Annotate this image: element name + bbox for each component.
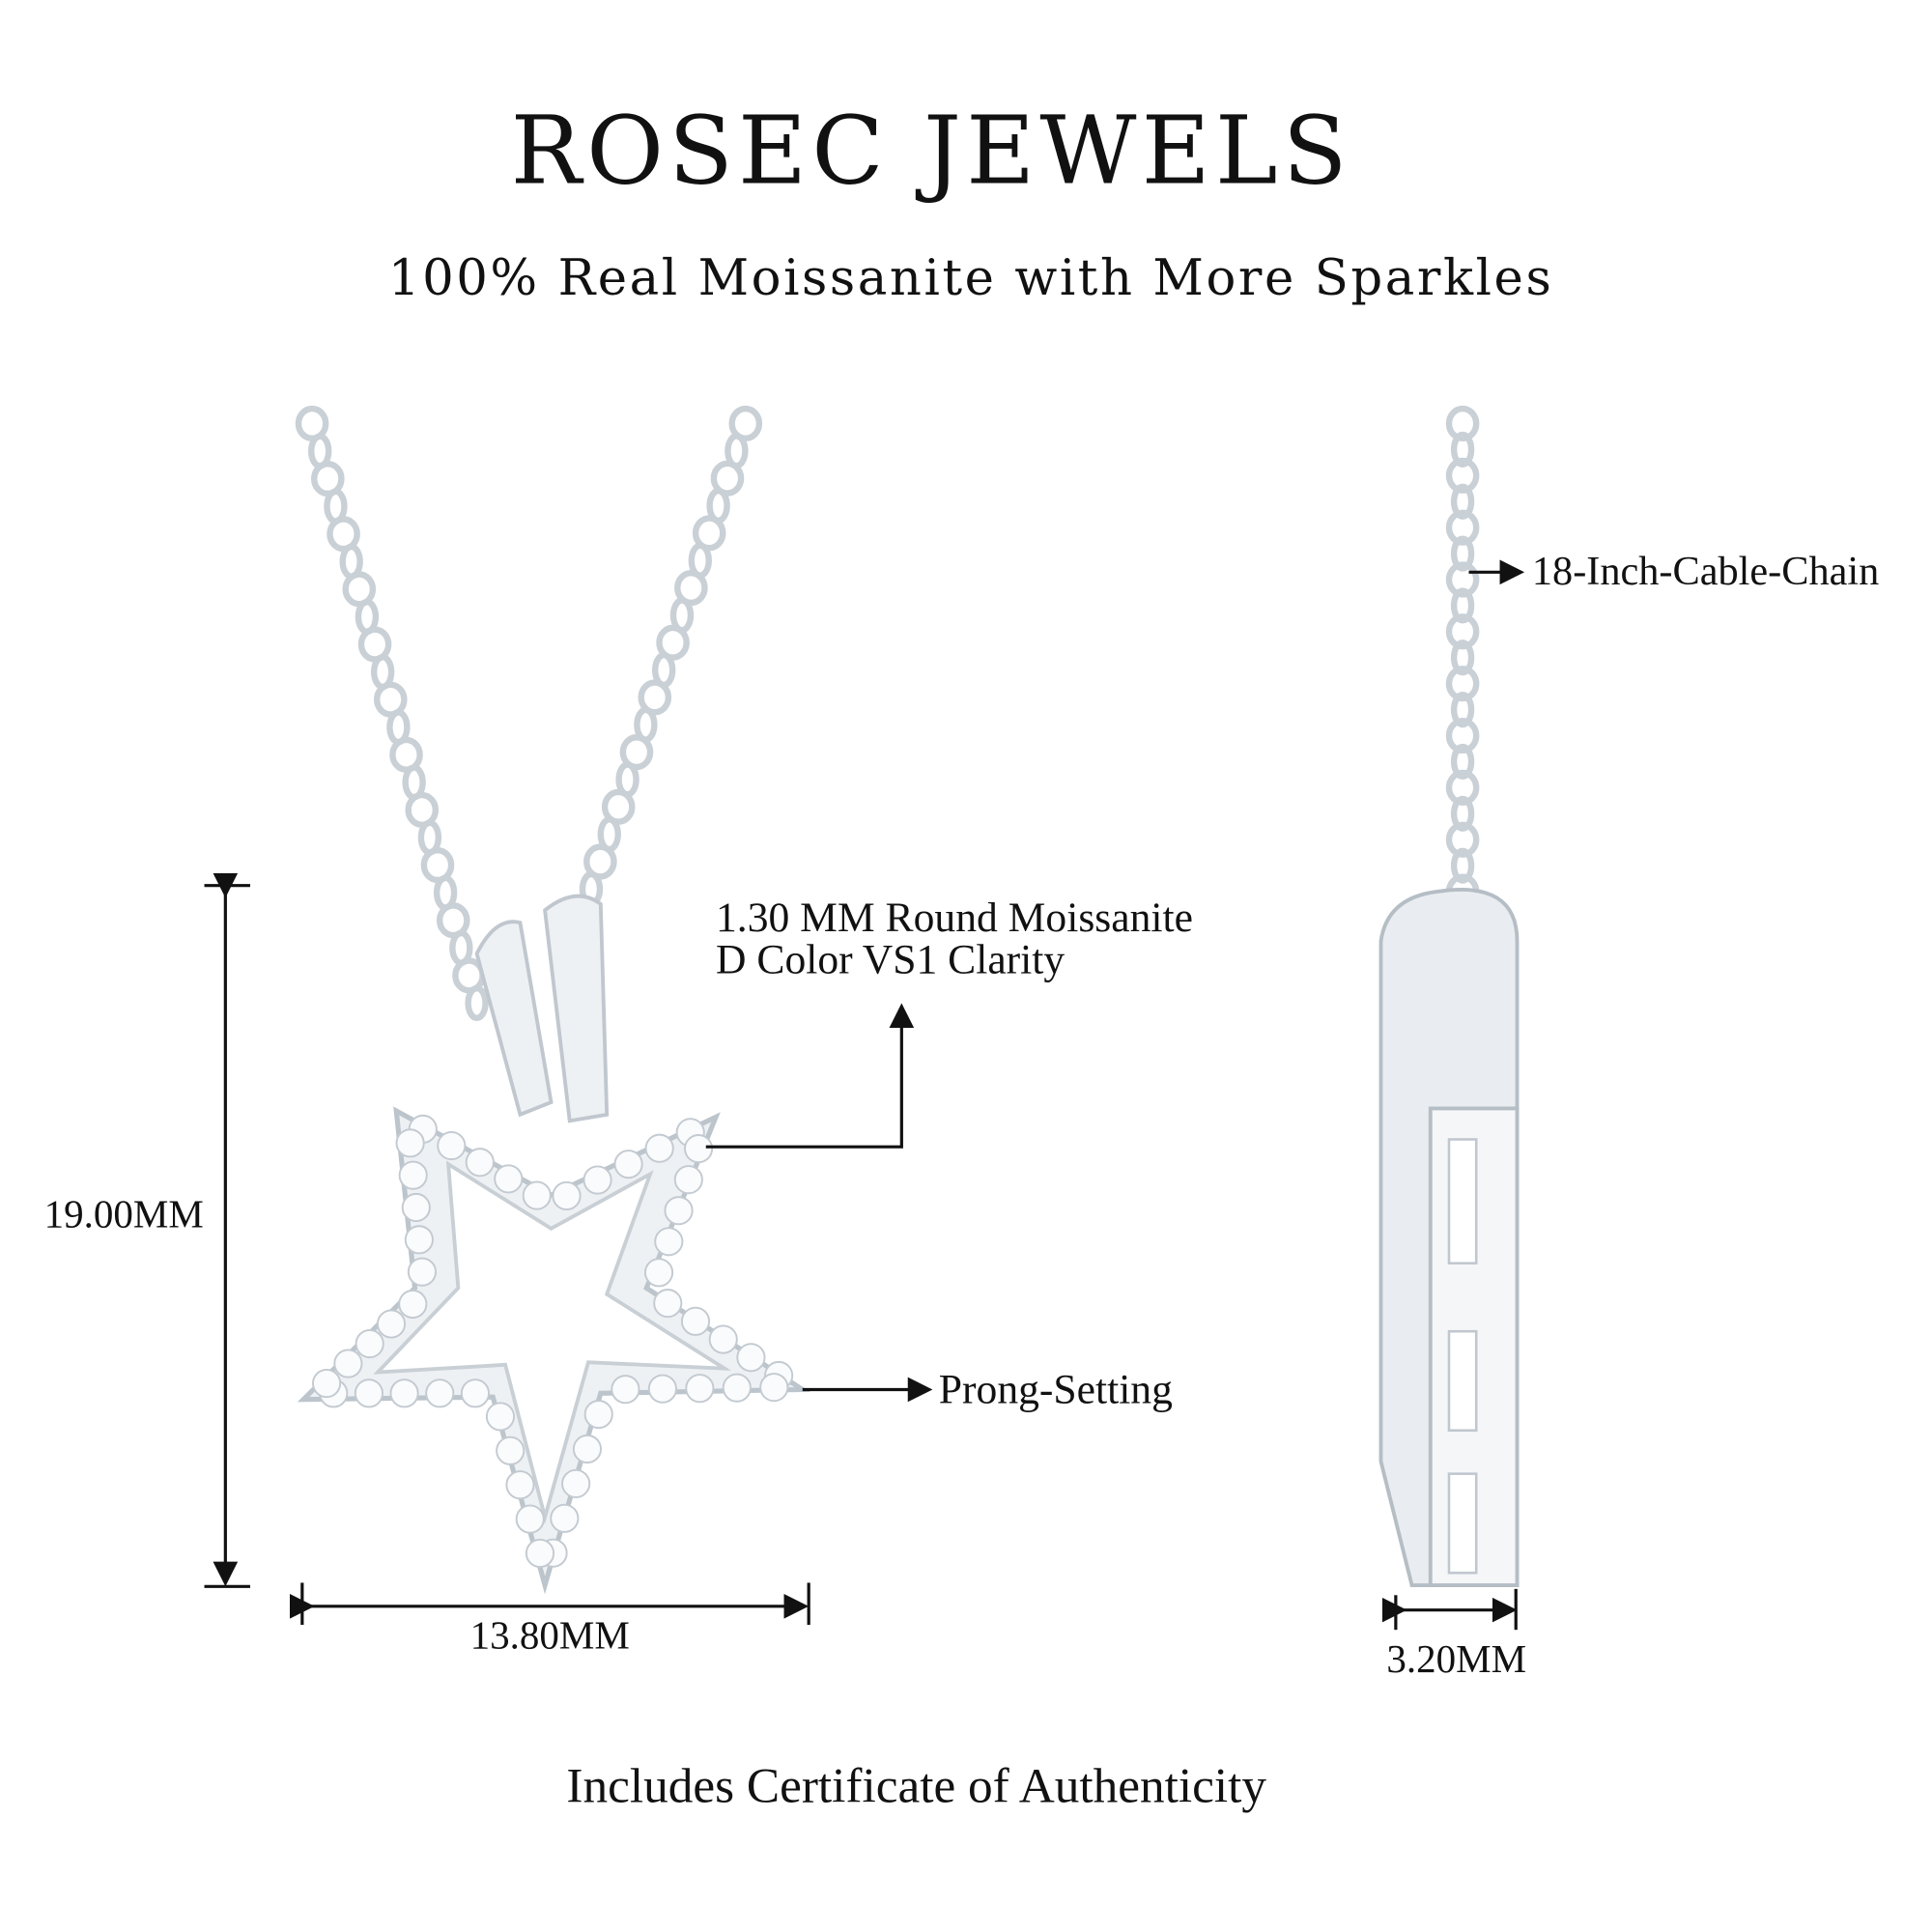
moissanite-stone <box>736 1343 766 1373</box>
chain-link <box>1450 431 1475 468</box>
moissanite-stone <box>572 1434 603 1464</box>
chain-link <box>1450 587 1475 624</box>
prong-setting-label: Prong-Setting <box>939 1367 1173 1413</box>
moissanite-stone <box>708 1324 738 1354</box>
moissanite-stone <box>552 1180 582 1211</box>
moissanite-stone <box>522 1180 552 1210</box>
moissanite-stone <box>395 1128 425 1158</box>
moissanite-stone <box>653 1289 683 1319</box>
moissanite-stone <box>550 1503 580 1533</box>
chain-link <box>710 460 745 497</box>
pendant-bail <box>474 894 610 1123</box>
chain-link <box>1445 666 1480 702</box>
tagline: 100% Real Moissanite with More Sparkles <box>388 249 1553 307</box>
moissanite-stone <box>515 1504 545 1534</box>
stone-spec-line2: D Color VS1 Clarity <box>716 937 1065 983</box>
moissanite-stone <box>494 1164 524 1194</box>
moissanite-stone <box>355 1328 384 1359</box>
chain-link <box>1445 717 1480 754</box>
moissanite-stone <box>759 1373 789 1403</box>
moissanite-stone <box>407 1257 437 1287</box>
height-dimension: 19.00MM <box>44 1192 204 1236</box>
moissanite-stone <box>525 1538 555 1569</box>
chain-link <box>1445 405 1480 442</box>
certificate-note: Includes Certificate of Authenticity <box>566 1758 1266 1813</box>
moissanite-stone <box>398 1160 428 1190</box>
chain-link <box>1450 639 1475 676</box>
moissanite-stone <box>312 1368 342 1399</box>
star-pendant <box>297 1106 811 1595</box>
moissanite-stone <box>437 1130 467 1161</box>
dimension-lines <box>204 559 1525 1631</box>
moissanite-stone <box>389 1378 419 1408</box>
chain-link <box>1450 847 1475 884</box>
moissanite-stone <box>496 1435 526 1465</box>
moissanite-stone <box>354 1378 384 1408</box>
stone-spec-line1: 1.30 MM Round Moissanite <box>716 895 1193 941</box>
chain-link <box>1445 613 1480 650</box>
chain-link <box>1445 509 1480 546</box>
moissanite-stone <box>465 1148 495 1178</box>
chain-link <box>674 569 708 607</box>
chain-link <box>1450 483 1475 520</box>
moissanite-stone <box>404 1225 434 1255</box>
side-chain <box>1445 405 1480 910</box>
chain-link <box>619 734 654 771</box>
moissanite-stone <box>664 1196 694 1226</box>
moissanite-stone <box>722 1373 752 1403</box>
chain-link <box>1450 743 1475 781</box>
moissanite-stone <box>401 1192 431 1223</box>
chain-link <box>1450 795 1475 832</box>
moissanite-stone <box>582 1165 612 1195</box>
moissanite-stone <box>376 1309 407 1339</box>
moissanite-stone <box>680 1306 711 1336</box>
chain-label: 18-Inch-Cable-Chain <box>1532 549 1879 594</box>
moissanite-stone <box>460 1378 490 1408</box>
chain-link <box>656 624 690 661</box>
moissanite-stone <box>485 1402 516 1432</box>
chain-link <box>465 984 489 1022</box>
front-chain <box>295 405 763 1022</box>
moissanite-stone <box>583 1400 613 1430</box>
chain-link <box>601 788 636 825</box>
chain-link <box>728 405 763 442</box>
chain-link <box>1445 769 1480 806</box>
moissanite-stone <box>613 1150 643 1179</box>
moissanite-stone <box>561 1468 591 1498</box>
depth-dimension: 3.20MM <box>1386 1636 1526 1681</box>
chain-link <box>1445 561 1480 598</box>
moissanite-stone <box>333 1349 363 1378</box>
moissanite-stone <box>684 1134 714 1164</box>
moissanite-stone <box>611 1375 640 1405</box>
chain-link <box>638 679 672 716</box>
chain-link <box>1450 692 1475 728</box>
moissanite-stone <box>673 1165 703 1195</box>
chain-link <box>692 515 726 552</box>
moissanite-stone <box>505 1470 535 1500</box>
moissanite-stone <box>685 1374 715 1404</box>
chain-link <box>1445 457 1480 494</box>
moissanite-stone <box>654 1227 684 1257</box>
chain-link <box>1445 821 1480 858</box>
chain-link <box>583 843 617 880</box>
width-dimension: 13.80MM <box>470 1612 630 1657</box>
moissanite-stone <box>398 1289 428 1320</box>
moissanite-stone <box>643 1258 674 1288</box>
chain-link <box>1450 535 1475 572</box>
moissanite-stone <box>647 1374 677 1404</box>
brand-title: ROSEC JEWELS <box>511 97 1352 206</box>
moissanite-stone <box>425 1378 455 1408</box>
side-view-pendant <box>1378 888 1520 1587</box>
moissanite-stone <box>644 1133 674 1163</box>
